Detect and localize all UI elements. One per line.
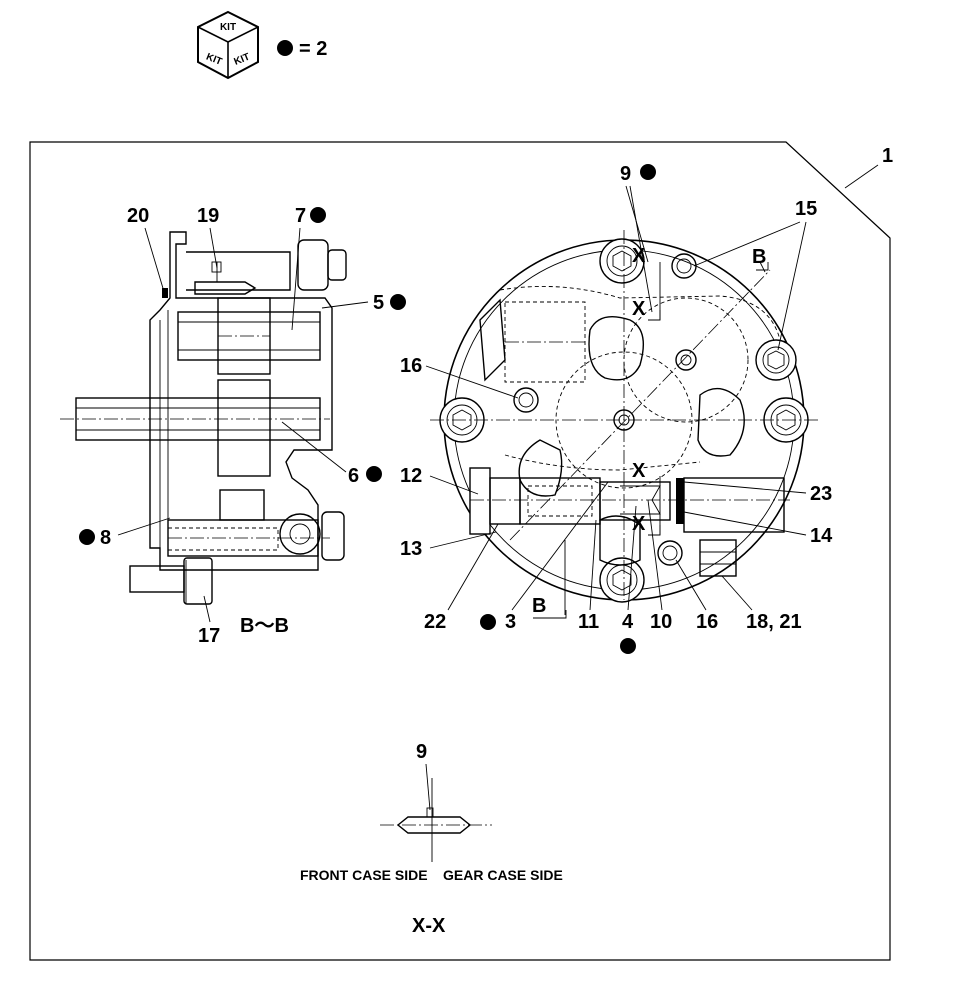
relief-valve (469, 467, 790, 577)
callout-20: 20 (127, 205, 149, 227)
callout-13: 13 (400, 538, 422, 560)
gear-case-side-label: GEAR CASE SIDE (443, 867, 563, 883)
kit-dot-icon (277, 40, 293, 56)
section-b-b-callouts: 20 19 7 5 6 8 17 B～B (79, 205, 406, 647)
callout-7: 7 (295, 205, 306, 227)
callout-8: 8 (100, 527, 111, 549)
callout-16-left: 16 (400, 355, 422, 377)
kit-cube-icon: KIT KIT KIT (197, 10, 259, 80)
callout-16-bottom: 16 (696, 611, 718, 633)
callout-11: 11 (578, 611, 599, 633)
front-view-callouts: 9 15 16 12 13 23 14 22 3 11 4 10 16 18, … (400, 163, 833, 654)
kit-dot-9-top (640, 164, 656, 180)
leader-1 (844, 164, 879, 189)
marker-x-1: X (632, 245, 646, 267)
callout-23: 23 (810, 483, 832, 505)
kit-dot-5 (390, 294, 406, 310)
callout-5: 5 (373, 292, 384, 314)
kit-dot-7 (310, 207, 326, 223)
front-view (430, 230, 820, 615)
bolt-bottom (599, 557, 645, 603)
section-x-x-title: X-X (412, 915, 446, 937)
section-x-x-view: 9 FRONT CASE SIDE GEAR CASE SIDE X-X (300, 741, 563, 937)
callout-3: 3 (505, 611, 516, 633)
callout-9-top: 9 (620, 163, 631, 185)
callout-17: 17 (198, 625, 220, 647)
bolt-top (599, 238, 645, 284)
kit-dot-8 (79, 529, 95, 545)
callout-22: 22 (424, 611, 446, 633)
section-b-b-view (60, 231, 347, 605)
bolt-upper-right (755, 339, 797, 381)
callout-9-section: 9 (416, 741, 427, 763)
callout-14: 14 (810, 525, 833, 547)
marker-x-3: X (632, 460, 646, 482)
callout-4: 4 (622, 611, 634, 633)
kit-legend: KIT KIT KIT = 2 (197, 10, 327, 80)
kit-dot-6 (366, 466, 382, 482)
callout-12: 12 (400, 465, 422, 487)
kit-label-left: KIT (204, 52, 223, 68)
kit-quantity: = 2 (299, 38, 327, 60)
marker-b-top: B (752, 246, 766, 268)
drawing-frame (29, 141, 891, 961)
section-b-b-title: B～B (240, 615, 289, 637)
callout-1: 1 (882, 145, 893, 167)
marker-x-4: X (632, 513, 646, 535)
section-markers: B B X X X X (532, 245, 769, 619)
callout-18-21: 18, 21 (746, 611, 802, 633)
callout-19: 19 (197, 205, 219, 227)
callout-15: 15 (795, 198, 817, 220)
marker-b-bottom: B (532, 595, 546, 617)
kit-dot-3 (480, 614, 496, 630)
marker-x-2: X (632, 298, 646, 320)
callout-10: 10 (650, 611, 672, 633)
kit-dot-4 (620, 638, 636, 654)
kit-label-top: KIT (220, 22, 236, 33)
kit-label-right: KIT (233, 52, 252, 68)
front-case-side-label: FRONT CASE SIDE (300, 867, 428, 883)
callout-6: 6 (348, 465, 359, 487)
